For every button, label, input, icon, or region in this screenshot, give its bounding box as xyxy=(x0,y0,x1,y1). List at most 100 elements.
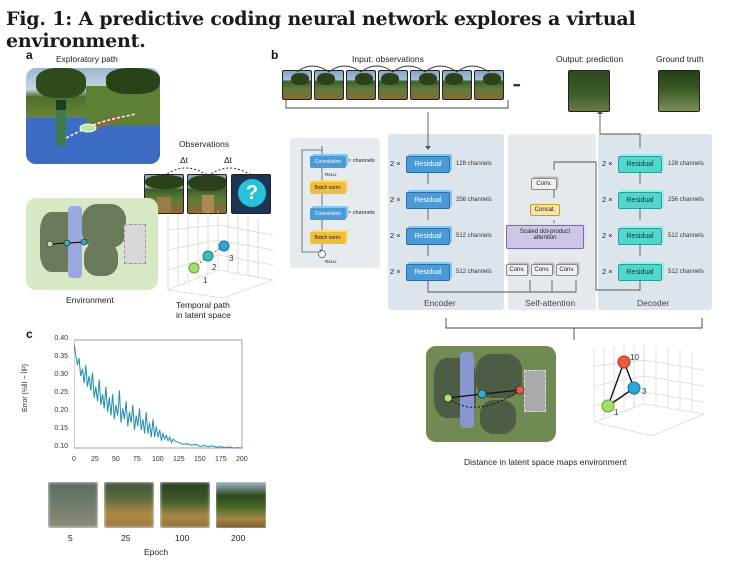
y-tick-label: 0.15 xyxy=(54,425,68,432)
delta-t-label-1: Δt xyxy=(180,155,189,165)
x-tick-label: 125 xyxy=(173,456,185,463)
input-observation-thumbnail xyxy=(410,70,440,100)
decoder-channels-label: 512 channels xyxy=(668,233,704,239)
error-line-chart xyxy=(73,339,243,449)
decoder-residual-block: Residual xyxy=(618,192,662,209)
agent-head xyxy=(56,100,66,110)
sequence-ellipsis: ••• xyxy=(513,80,521,90)
exploratory-path-label: Exploratory path xyxy=(56,54,118,64)
encoder-multiplier: 2 × xyxy=(390,159,401,168)
decoder-channels-label: 512 channels xyxy=(668,269,704,275)
input-bracket xyxy=(285,100,509,109)
x-channels-label: × channels xyxy=(348,158,375,164)
latent-point-label-3b: 3 xyxy=(642,387,647,396)
epoch-example-label-25: 25 xyxy=(121,533,131,543)
attention-key-conv: Conv. xyxy=(531,264,553,276)
decoder-residual-block: Residual xyxy=(618,228,662,245)
exploratory-path-image xyxy=(26,68,160,164)
encoder-residual-block: Residual xyxy=(406,156,450,173)
agent-figure xyxy=(56,108,66,146)
x-channels-label: × channels xyxy=(348,210,375,216)
environment-map xyxy=(26,198,158,290)
x-tick-label: 25 xyxy=(91,456,99,463)
decoder-multiplier: 2 × xyxy=(602,231,613,240)
latent-point-label-1: 1 xyxy=(203,276,208,285)
figure-title: Fig. 1: A predictive coding neural netwo… xyxy=(6,8,636,52)
latent-space-grid xyxy=(167,210,274,299)
y-tick-label: 0.20 xyxy=(54,407,68,414)
latent-triangle-grid xyxy=(593,344,705,437)
epoch-example-label-100: 100 xyxy=(175,533,190,543)
environment-label: Environment xyxy=(66,295,114,305)
encoder-channels-label: 512 channels xyxy=(456,269,492,275)
epoch-axis-label: Epoch xyxy=(144,547,169,557)
latent-point-label-3: 3 xyxy=(229,254,234,263)
encoder-multiplier: 2 × xyxy=(390,231,401,240)
decoder-multiplier: 2 × xyxy=(602,159,613,168)
decoder-channels-label: 128 channels xyxy=(668,161,704,167)
encoder-multiplier: 2 × xyxy=(390,267,401,276)
epoch-example-25 xyxy=(104,482,154,528)
decoder-channels-label: 256 channels xyxy=(668,197,704,203)
encoder-channels-label: 512 channels xyxy=(456,233,492,239)
sdpa-label-line1: Scaled dot-product xyxy=(519,229,571,235)
concat-block: Concat. xyxy=(530,204,560,216)
scaled-dot-product-attention: Scaled dot-product attention xyxy=(506,225,584,249)
relu-label: ReLU xyxy=(325,259,337,264)
latent-point-label-10: 10 xyxy=(630,353,639,362)
x-tick-label: 75 xyxy=(133,456,141,463)
y-tick-label: 0.30 xyxy=(54,371,68,378)
y-tick-label: 0.25 xyxy=(54,389,68,396)
delta-t-label-2: Δt xyxy=(224,155,233,165)
encoder-multiplier: 2 × xyxy=(390,195,401,204)
relu-label: ReLU xyxy=(325,172,337,177)
latent-point-label-2: 2 xyxy=(212,263,217,272)
epoch-example-100 xyxy=(160,482,210,528)
panel-a-letter: a xyxy=(26,48,33,62)
batch-norm-layer: Batch norm. xyxy=(310,232,346,244)
encoder-channels-label: 256 channels xyxy=(456,197,492,203)
exploration-arrow xyxy=(65,113,137,139)
attention-query-conv: Conv. xyxy=(506,264,528,276)
delta-t-arcs xyxy=(163,167,254,177)
question-mark-icon: ? xyxy=(238,179,266,207)
y-tick-label: 0.40 xyxy=(54,335,68,342)
panel-c-letter: c xyxy=(26,327,33,341)
decoder-residual-block: Residual xyxy=(618,264,662,281)
error-series-line xyxy=(73,343,243,449)
ground-truth-image xyxy=(658,70,700,112)
tree-canopy xyxy=(106,68,160,94)
encoder-title: Encoder xyxy=(424,298,456,308)
chart-frame xyxy=(73,339,243,449)
convolution-layer: Convolution xyxy=(310,156,346,168)
panel-b-letter: b xyxy=(271,48,279,62)
encoder-channels-label: 128 channels xyxy=(456,161,492,167)
x-tick-label: 100 xyxy=(152,456,164,463)
x-tick-label: 50 xyxy=(112,456,120,463)
tree-canopy xyxy=(36,68,86,98)
convolution-layer: Convolution xyxy=(310,208,346,220)
output-prediction-image xyxy=(568,70,610,112)
chart-ylabel: Error (½‖I − Î‖²) xyxy=(22,364,29,412)
encoder-residual-block: Residual xyxy=(406,264,450,281)
decoder-title: Decoder xyxy=(637,298,670,308)
observation-thumbnail-1 xyxy=(144,174,184,214)
temporal-path-label-2: in latent space xyxy=(176,310,231,320)
decoder-residual-block: Residual xyxy=(618,156,662,173)
latent-bracket xyxy=(445,318,703,340)
sequence-arrows xyxy=(296,65,490,73)
input-observation-thumbnail xyxy=(282,70,312,100)
input-observation-thumbnail xyxy=(346,70,376,100)
epoch-example-label-200: 200 xyxy=(231,533,246,543)
decoder-multiplier: 2 × xyxy=(602,267,613,276)
epoch-example-5 xyxy=(48,482,98,528)
y-tick-label: 0.10 xyxy=(54,443,68,450)
input-observation-thumbnail xyxy=(442,70,472,100)
latent-distance-map xyxy=(426,346,556,442)
observation-unknown: ? xyxy=(231,174,271,214)
sdpa-label-line2: attention xyxy=(533,235,557,241)
encoder-residual-block: Residual xyxy=(406,228,450,245)
distance-caption: Distance in latent space maps environmen… xyxy=(464,457,627,467)
batch-norm-layer: Batch norm. xyxy=(310,182,346,194)
x-tick-label: 150 xyxy=(194,456,206,463)
